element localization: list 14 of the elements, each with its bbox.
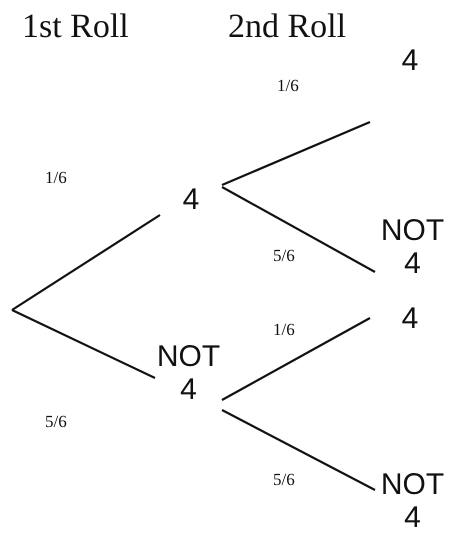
branch-line bbox=[221, 186, 376, 273]
branch-line bbox=[12, 309, 156, 379]
column-heading: 1st Roll bbox=[22, 8, 129, 46]
outcome-label: NOT 4 bbox=[380, 468, 446, 534]
outcome-label: 4 bbox=[400, 302, 420, 335]
branch-line bbox=[222, 409, 376, 491]
column-heading: 2nd Roll bbox=[228, 8, 346, 46]
branch-line bbox=[11, 214, 161, 311]
outcome-label: NOT 4 bbox=[380, 214, 446, 280]
outcome-label: NOT 4 bbox=[156, 340, 222, 406]
outcome-label: 4 bbox=[182, 183, 200, 216]
branch-line bbox=[221, 317, 371, 401]
branch-line bbox=[222, 120, 370, 186]
outcome-label: 4 bbox=[400, 44, 420, 77]
